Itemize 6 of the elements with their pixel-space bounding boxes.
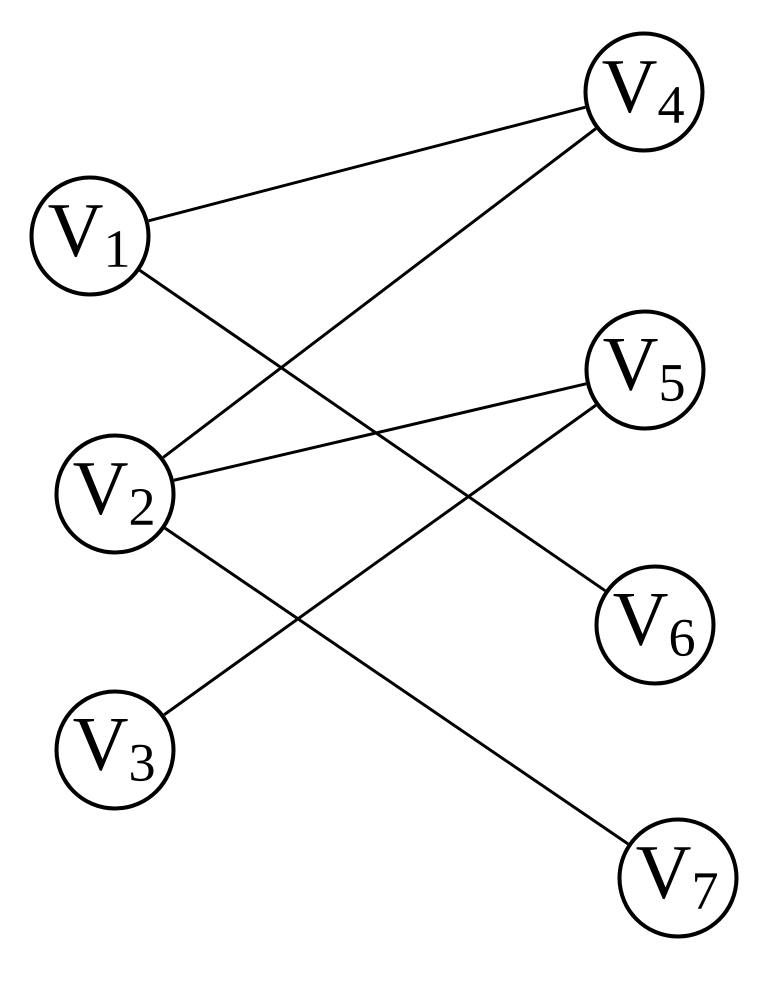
edge-line xyxy=(174,382,586,482)
edge-line xyxy=(164,526,629,846)
edge-line xyxy=(163,404,597,716)
edge-line xyxy=(162,127,597,459)
edge-line xyxy=(139,269,606,592)
edge-line xyxy=(148,106,586,222)
